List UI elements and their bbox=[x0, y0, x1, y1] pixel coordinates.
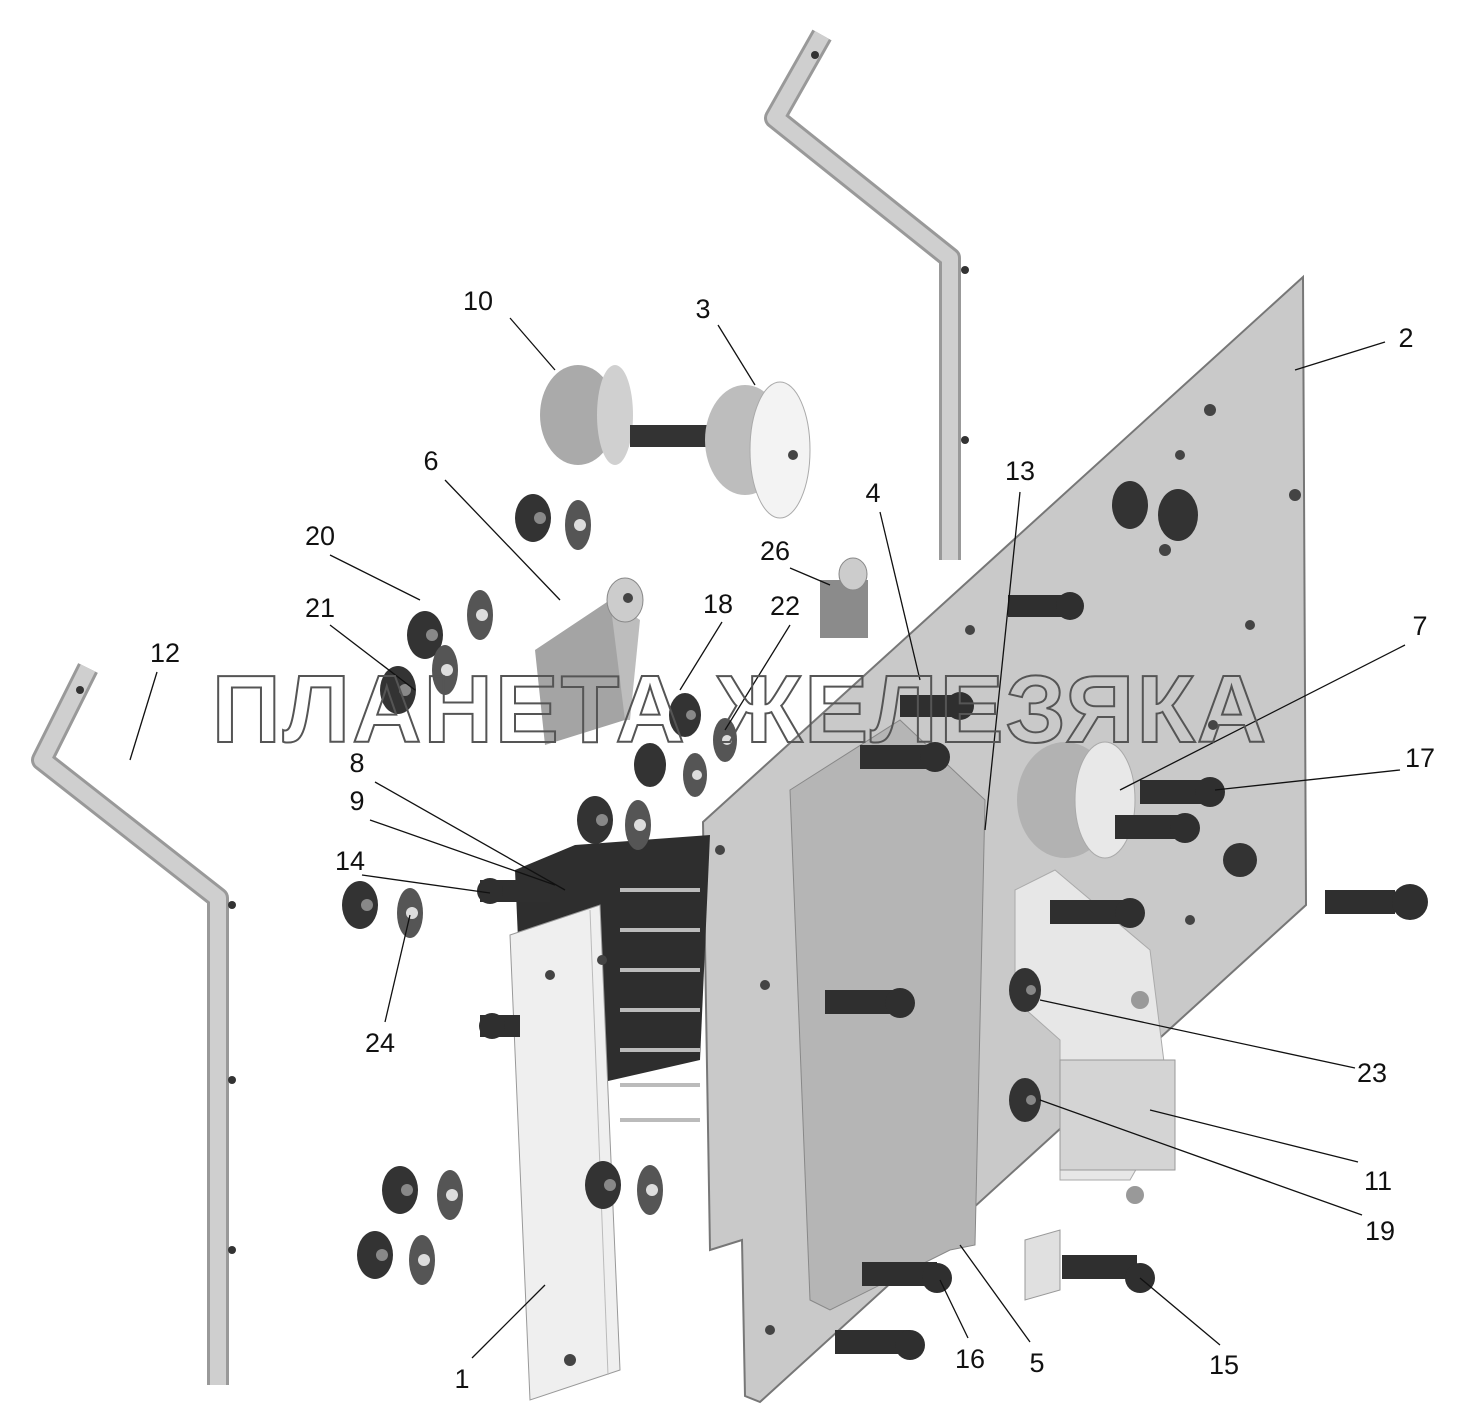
callout-label: 5 bbox=[1029, 1348, 1044, 1378]
callout-label: 22 bbox=[770, 591, 800, 621]
washer bbox=[713, 718, 737, 762]
bolt bbox=[860, 742, 950, 772]
bolt bbox=[1008, 592, 1084, 620]
bolt bbox=[1115, 813, 1200, 843]
bolt bbox=[825, 988, 915, 1018]
washer bbox=[683, 753, 707, 797]
callout-label: 14 bbox=[335, 846, 365, 876]
callout-label: 3 bbox=[695, 294, 710, 324]
washer bbox=[625, 800, 651, 850]
watermark-text: ПЛАНЕТА ЖЕЛЕЗЯКА bbox=[212, 656, 1269, 763]
bolt bbox=[1325, 884, 1428, 920]
callout-label: 26 bbox=[760, 536, 790, 566]
callout-labels: 10 3 2 6 4 13 20 26 21 18 22 12 7 17 8 9… bbox=[150, 286, 1435, 1394]
callout-label: 23 bbox=[1357, 1058, 1387, 1088]
callout-label: 6 bbox=[423, 446, 438, 476]
callout-label: 2 bbox=[1398, 323, 1413, 353]
callout-label: 12 bbox=[150, 638, 180, 668]
small-clip-26 bbox=[820, 557, 868, 638]
callout-label: 15 bbox=[1209, 1350, 1239, 1380]
washer bbox=[437, 1170, 463, 1220]
washer bbox=[637, 1165, 663, 1215]
nut bbox=[585, 1161, 621, 1209]
nuts-washers bbox=[342, 481, 1198, 1285]
washer bbox=[397, 888, 423, 938]
washer bbox=[565, 500, 591, 550]
bolt bbox=[479, 1013, 520, 1039]
nut bbox=[1158, 489, 1198, 541]
washer bbox=[432, 645, 458, 695]
callout-label: 16 bbox=[955, 1344, 985, 1374]
nut bbox=[634, 743, 666, 787]
terminal-strip bbox=[509, 904, 621, 1401]
leader-lines bbox=[129, 317, 1406, 1359]
callout-label: 24 bbox=[365, 1028, 395, 1058]
bushing-insulator bbox=[630, 381, 811, 519]
bolt bbox=[477, 878, 550, 904]
nut bbox=[357, 1231, 393, 1279]
relay-11 bbox=[1014, 869, 1176, 1301]
relay-6 bbox=[535, 577, 644, 745]
callout-label: 17 bbox=[1405, 743, 1435, 773]
nut bbox=[382, 1166, 418, 1214]
callout-label: 7 bbox=[1412, 611, 1427, 641]
callout-label: 21 bbox=[305, 593, 335, 623]
callout-label: 19 bbox=[1365, 1216, 1395, 1246]
callout-label: 9 bbox=[349, 786, 364, 816]
washer bbox=[409, 1235, 435, 1285]
nut bbox=[342, 881, 378, 929]
nut bbox=[669, 693, 701, 737]
nut bbox=[577, 796, 613, 844]
nut bbox=[1112, 481, 1148, 529]
callout-label: 18 bbox=[703, 589, 733, 619]
nut bbox=[407, 611, 443, 659]
bolt bbox=[862, 1262, 952, 1293]
nut bbox=[1009, 968, 1041, 1012]
bolt bbox=[900, 692, 974, 720]
callout-label: 10 bbox=[463, 286, 493, 316]
nut bbox=[1009, 1078, 1041, 1122]
bolt bbox=[1050, 898, 1145, 928]
bracket-left bbox=[31, 663, 236, 1385]
nut bbox=[380, 666, 416, 714]
bolt bbox=[1140, 777, 1225, 807]
nut bbox=[515, 494, 551, 542]
callout-label: 1 bbox=[454, 1364, 469, 1394]
capacitor-cylinder bbox=[540, 365, 633, 465]
bracket-upper bbox=[764, 29, 969, 560]
callout-label: 8 bbox=[349, 748, 364, 778]
callout-label: 20 bbox=[305, 521, 335, 551]
callout-label: 4 bbox=[865, 478, 880, 508]
callout-label: 13 bbox=[1005, 456, 1035, 486]
callout-label: 11 bbox=[1364, 1166, 1392, 1196]
bolt bbox=[1062, 1255, 1155, 1293]
bolt bbox=[835, 1330, 925, 1360]
washer bbox=[467, 590, 493, 640]
